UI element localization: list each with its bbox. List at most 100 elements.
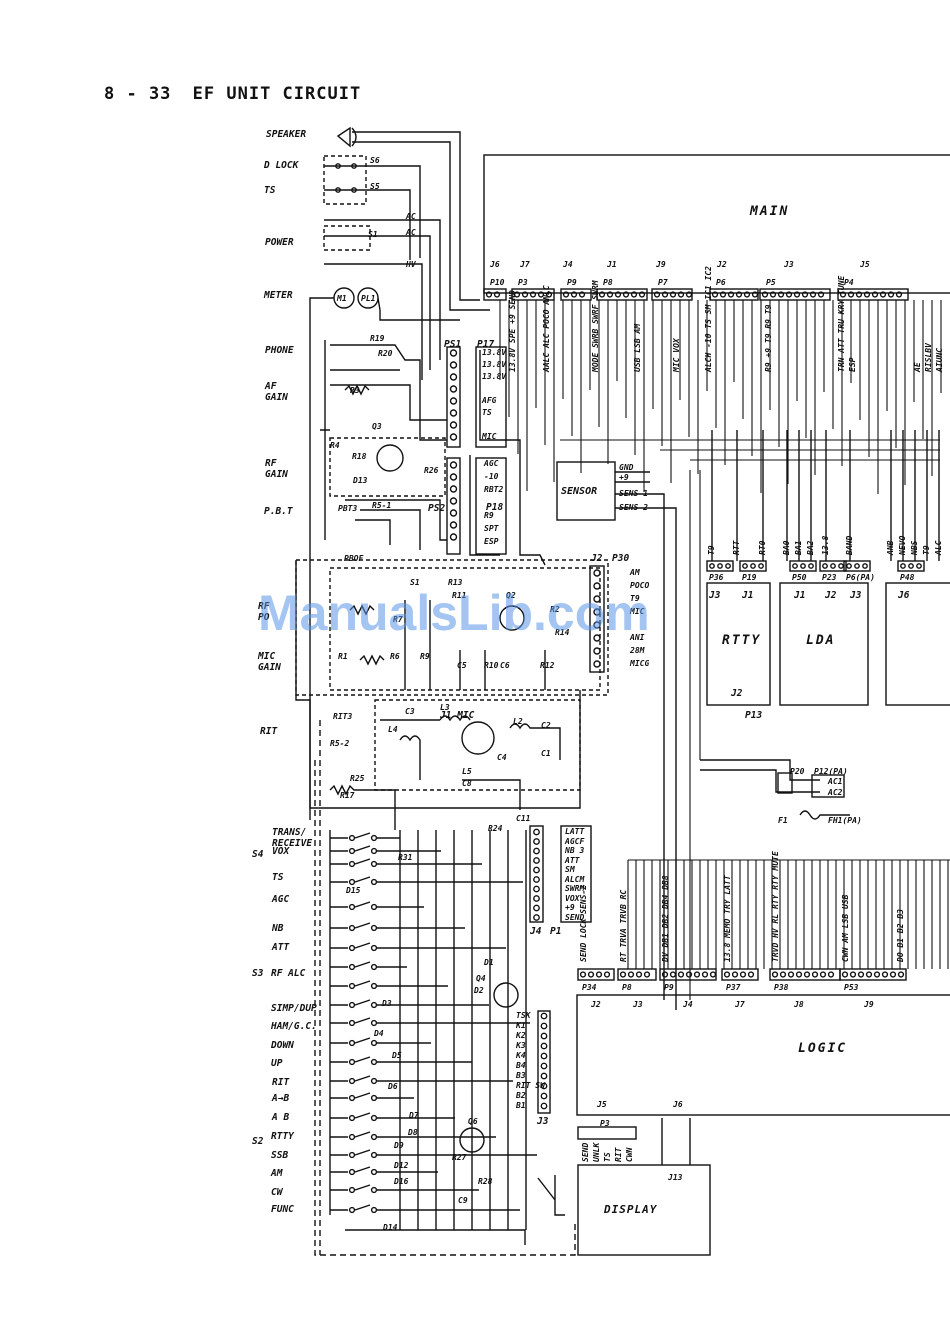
mid-signal-2: RT0 [758,540,767,555]
main-jack-label-J2: J2 [717,260,727,269]
label-agc: AGC [272,894,290,905]
logic-jack-0: J2 [591,1000,601,1009]
label-j1-mic: J1 MIC [440,710,475,721]
label-j3: J3 [537,1116,549,1127]
lda-jack-j3: J3 [850,590,862,601]
logic-plug-row [577,968,907,981]
mic-part-C8: C8 [462,779,472,788]
label-simp-dup: SIMP/DUP [271,1003,317,1014]
mic-part-L2: L2 [513,717,523,726]
j4-pin-3: ATT [565,855,580,865]
logic-pin-group-0: SEND LOCK SENS-2 [579,884,588,962]
logic-board-outline [576,994,950,1116]
logic-pin-group-1: RT TRVA TRVB RC [619,889,628,962]
logic-jack-2: J4 [683,1000,693,1009]
main-plug-label-P10: P10 [490,278,505,287]
label-ham-gc: HAM/G.C. [271,1021,317,1032]
mid-signal-5: BA2 [806,540,815,555]
left-part-D5: D5 [392,1051,402,1060]
logic-jack-6: J5 [597,1100,607,1109]
label-p30: P30 [612,553,630,564]
label-p1: P1 [550,926,562,937]
left-part-R26: R26 [424,466,439,475]
left-part-D8: D8 [408,1128,418,1137]
j3-pin-6: B3 [516,1071,526,1080]
left-part-D6: D6 [388,1082,398,1091]
logic-jack-3: J7 [735,1000,745,1009]
rtty-board-outline [706,582,771,706]
ps2-pin-6: ESP [484,537,499,546]
mid-signal-10: NBS [910,540,919,555]
rf-part-R13: R13 [448,578,463,587]
main-block-label: MAIN [750,204,790,219]
mic-part-L5: L5 [462,767,472,776]
page-heading: 8 - 33 EF UNIT CIRCUIT [104,84,371,104]
left-part-Q3: Q3 [372,422,382,431]
display-pin-4: CWN [625,1147,634,1162]
mid-signal-9: NEVO [898,535,907,555]
label-f1: F1 [778,816,788,825]
switch-ref-S6: S6 [370,156,380,165]
label-att: ATT [272,942,290,953]
lda-jack-j2: J2 [825,590,837,601]
j4-pin-5: ALCM [565,874,585,884]
switch-ref-PL1: PL1 [361,294,376,303]
j3-pin-3: K3 [516,1041,526,1050]
label-dlock: D LOCK [264,160,299,171]
label-rfalc: RF ALC [271,968,306,979]
label-rfgain: RF GAIN [265,458,288,480]
switch-ref-M1: M1 [337,294,347,303]
label-rfpo: RF PO [258,601,270,623]
mid-signal-6: 13.8 [821,535,830,555]
j4-pin-9: SEND [565,912,585,922]
left-part-D2: D2 [474,986,484,995]
rf-pin-1: POCO [630,581,650,590]
label-pbt: P.B.T [264,506,293,517]
label-ssb: SSB [271,1150,289,1161]
ps1-pin-1: 13.8V [482,360,507,369]
left-part-D12: D12 [394,1161,409,1170]
label-display-p3: P3 [600,1119,610,1128]
speaker-symbol [336,126,351,148]
main-plug-P9 [560,288,592,301]
rf-part-Q2: Q2 [506,591,516,600]
left-part-R18: R18 [352,452,367,461]
power-ref-1: AC [406,228,416,237]
main-plug-label-P3: P3 [518,278,528,287]
j4-pin-0: LATT [565,827,585,836]
label-ps1: PS1 [444,339,462,350]
logic-plug-label-P53: P53 [844,983,859,992]
mid-plug-label-p50: P50 [792,573,807,582]
j4-pin-4: SM [565,865,575,874]
label-p13: P13 [745,710,763,721]
left-part-D4: D4 [374,1029,384,1038]
main-plug-P10 [483,288,507,301]
main-plug-P4 [837,288,909,301]
left-part-D14: D14 [383,1223,398,1232]
mid-plug-row [706,430,940,572]
switch-wiring [329,830,537,1245]
label-am: AM [271,1168,283,1179]
left-part-D9: D9 [394,1141,404,1150]
rtty-jack-j2: J2 [731,688,743,699]
logic-block-label: LOGIC [798,1041,848,1056]
mid-signal-12: ALC [934,540,943,555]
main-plug-row [483,288,909,301]
ps2-pin-4: R9 [484,511,494,520]
rf-pin-6: 28M [630,646,645,655]
right-board-outline [885,582,950,706]
mid-signal-3: BA0 [782,540,791,555]
j4-pin-7: VOX [565,893,580,903]
mid-signal-4: BA1 [794,540,803,555]
j3-pin-5: B4 [516,1061,526,1070]
power-ref-2: HV [406,260,416,269]
mid-signal-11: T9 [922,545,931,555]
label-fh1: FH1(PA) [828,816,862,825]
rf-part-R2: R2 [550,605,560,614]
power-switch-box [323,225,371,251]
rf-part-R12: R12 [540,661,555,670]
mic-part-C4: C4 [497,753,507,762]
label-p12pa: P12(PA) [814,767,848,776]
lda-board-outline [779,582,869,706]
